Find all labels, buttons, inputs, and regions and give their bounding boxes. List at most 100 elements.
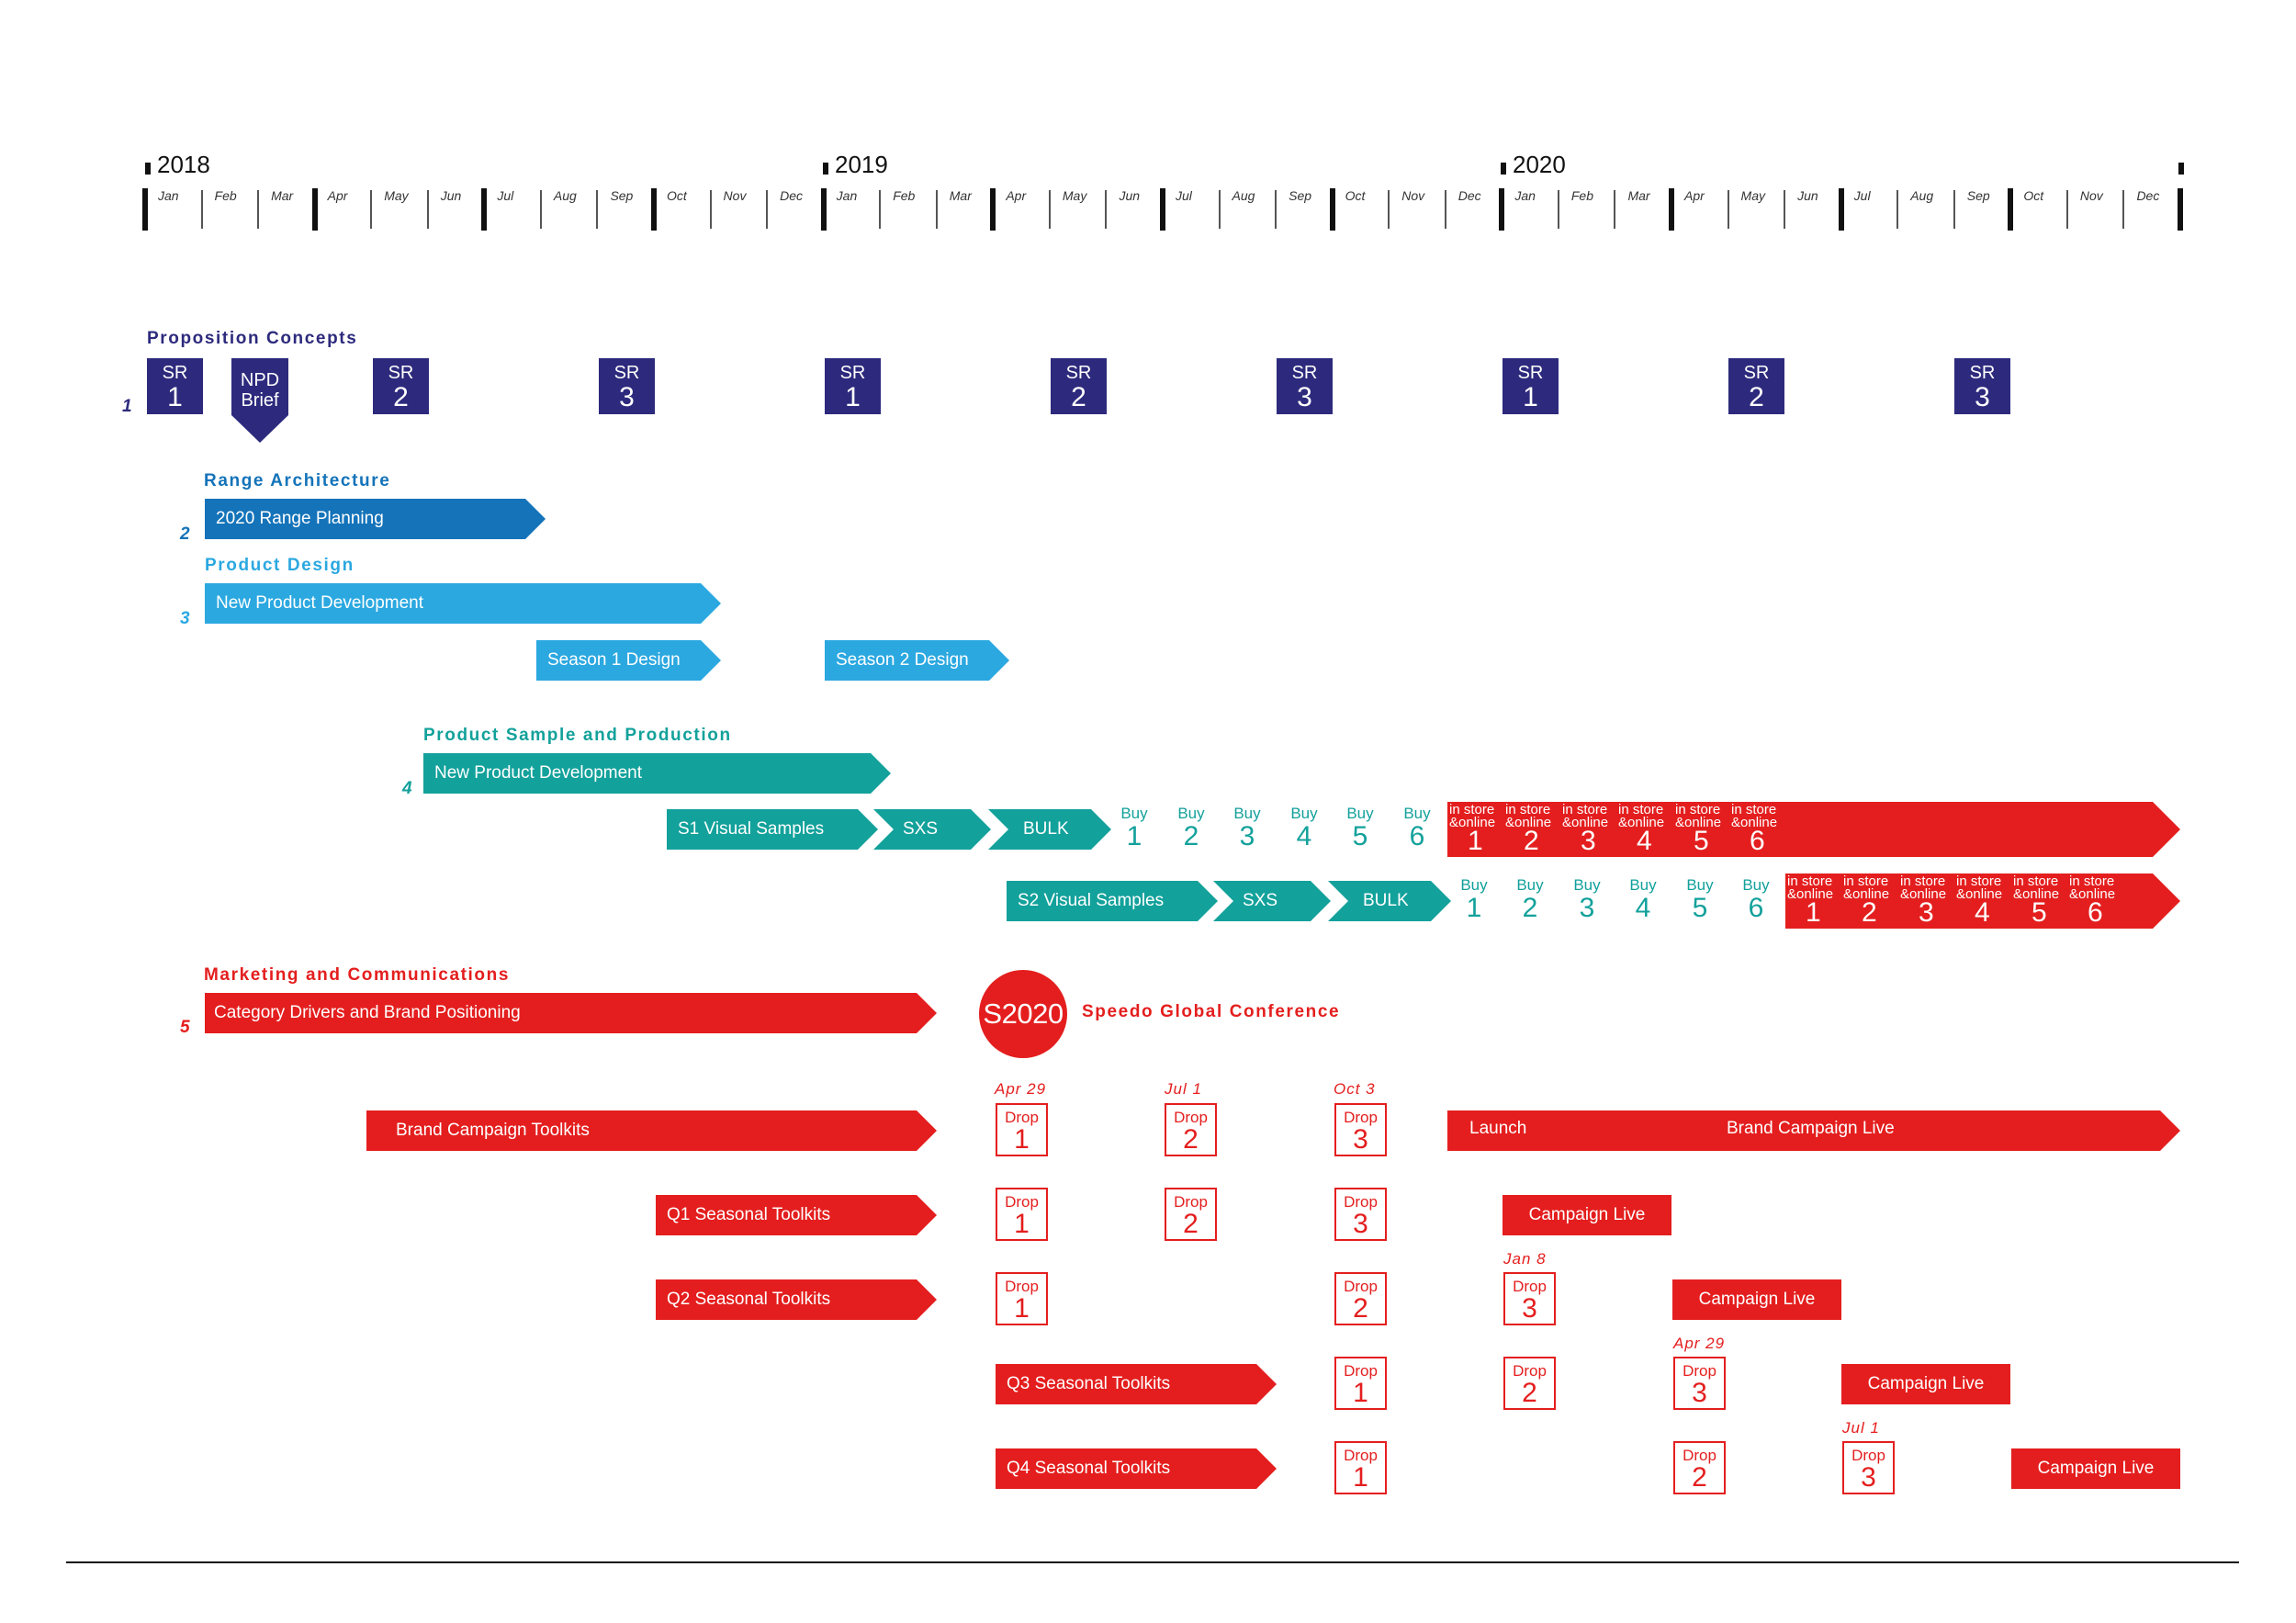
month-label: Aug: [1910, 188, 1934, 203]
date-label: Apr 29: [995, 1080, 1047, 1098]
section-title-sample: Product Sample and Production: [423, 726, 732, 745]
quarter-tick: [142, 188, 148, 231]
range-planning-bar: 2020 Range Planning: [205, 499, 546, 539]
quarter-tick: [1329, 188, 1335, 231]
month-label: Jun: [1797, 188, 1818, 203]
date-label: Oct 3: [1334, 1080, 1376, 1098]
date-label: Apr 29: [1673, 1335, 1726, 1352]
month-label: Jan: [1514, 188, 1536, 203]
month-tick: [1048, 190, 1051, 229]
quarter-tick: [1838, 188, 1844, 231]
month-label: Dec: [1458, 188, 1481, 203]
brand-campaign-live-label: Brand Campaign Live: [1727, 1119, 1895, 1138]
month-tick: [1275, 190, 1277, 229]
s1-bulk-bar: BULK: [988, 809, 1111, 850]
month-tick: [1896, 190, 1899, 229]
month-label: Mar: [1627, 188, 1650, 203]
section-title-range: Range Architecture: [204, 471, 391, 490]
year-marker: [1501, 163, 1506, 175]
quarter-tick: [651, 188, 657, 231]
month-label: Jul: [1176, 188, 1192, 203]
row-number: 4: [402, 779, 412, 798]
month-tick: [935, 190, 938, 229]
npd-brief-marker: [231, 358, 288, 443]
month-tick: [1105, 190, 1108, 229]
quarter-tick: [2178, 188, 2183, 231]
month-label: Jan: [836, 188, 858, 203]
month-tick: [539, 190, 542, 229]
q3-toolkits-bar: Q3 Seasonal Toolkits: [996, 1364, 1277, 1404]
season1-design-bar: Season 1 Design: [536, 640, 721, 681]
s2-bulk-bar: BULK: [1328, 881, 1451, 921]
quarter-tick: [1160, 188, 1165, 231]
month-label: Sep: [1289, 188, 1312, 203]
month-label: Nov: [1401, 188, 1425, 203]
month-label: Oct: [2023, 188, 2044, 203]
month-label: Apr: [327, 188, 348, 203]
quarter-tick: [2008, 188, 2014, 231]
s1-instore-bar: [1447, 802, 2180, 857]
q4-toolkits-bar: Q4 Seasonal Toolkits: [996, 1448, 1277, 1489]
row-number: 5: [180, 1018, 190, 1037]
month-label: Aug: [1232, 188, 1255, 203]
brand-campaign-live-bar: [1447, 1110, 2180, 1151]
month-label: Jul: [1853, 188, 1871, 203]
month-tick: [709, 190, 712, 229]
row-number: 2: [180, 524, 190, 544]
month-tick: [766, 190, 769, 229]
month-label: Jul: [497, 188, 514, 203]
year-marker: [145, 163, 151, 175]
month-label: May: [384, 188, 409, 203]
month-label: May: [1062, 188, 1087, 203]
year-label-2019: 2019: [835, 151, 888, 178]
row-number: 3: [180, 609, 190, 628]
q1-campaign-live: Campaign Live: [1503, 1195, 1671, 1235]
q2-toolkits-bar: Q2 Seasonal Toolkits: [656, 1279, 937, 1320]
month-tick: [1784, 190, 1786, 229]
conference-label: Speedo Global Conference: [1082, 1002, 1341, 1021]
month-label: Sep: [1966, 188, 1990, 203]
s2-sxs-bar: SXS: [1213, 881, 1331, 921]
month-label: Jun: [1119, 188, 1141, 203]
month-label: Dec: [2136, 188, 2160, 203]
s1-visual-samples-bar: S1 Visual Samples: [667, 809, 878, 850]
q4-campaign-live: Campaign Live: [2011, 1448, 2180, 1489]
year-marker: [2178, 163, 2184, 175]
year-marker: [823, 163, 828, 175]
month-tick: [257, 190, 260, 229]
quarter-tick: [1499, 188, 1505, 231]
month-label: Jan: [158, 188, 179, 203]
quarter-tick: [990, 188, 996, 231]
year-label-2018: 2018: [157, 151, 210, 178]
s2-visual-samples-bar: S2 Visual Samples: [1007, 881, 1218, 921]
q3-campaign-live: Campaign Live: [1841, 1364, 2010, 1404]
